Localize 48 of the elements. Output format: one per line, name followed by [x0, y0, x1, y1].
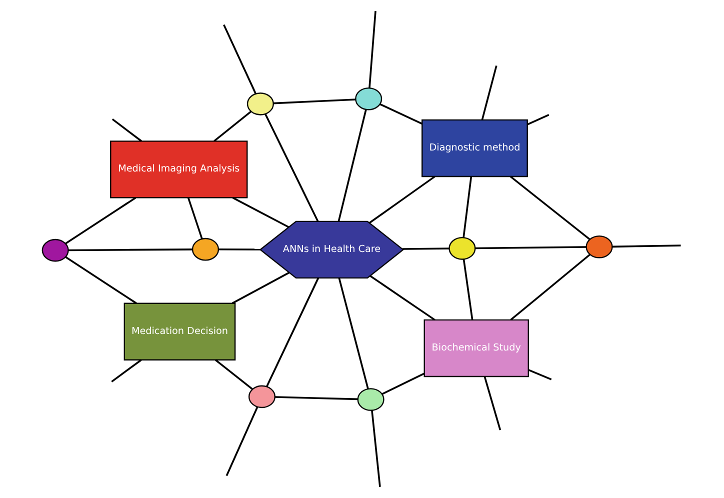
connector	[370, 275, 436, 321]
connector	[68, 248, 192, 252]
node-circle	[192, 238, 220, 261]
connector	[275, 396, 358, 400]
node-box: Medication Decision	[124, 302, 236, 360]
connector	[266, 278, 320, 387]
connector	[484, 376, 502, 430]
connector	[510, 254, 591, 321]
connector	[462, 176, 472, 238]
connector	[368, 10, 376, 88]
connector	[462, 259, 474, 320]
node-box: Diagnostic method	[422, 119, 528, 178]
node-circle	[248, 385, 276, 408]
connector	[382, 372, 425, 395]
node-box: Biochemical Study	[424, 319, 529, 378]
connector	[264, 114, 319, 222]
connector	[218, 248, 260, 250]
connector	[273, 98, 356, 104]
node-circle	[357, 388, 384, 411]
connector	[215, 359, 253, 390]
connector	[226, 406, 258, 476]
connector	[481, 65, 498, 120]
connector	[368, 176, 436, 224]
connector	[232, 272, 290, 304]
connector	[112, 118, 142, 142]
node-circle	[448, 236, 476, 260]
connector	[510, 176, 590, 240]
connector	[187, 198, 203, 240]
connector	[528, 369, 552, 380]
connector	[65, 196, 136, 244]
connector	[232, 196, 290, 228]
node-circle	[42, 238, 69, 262]
connector	[214, 110, 252, 142]
node-circle	[355, 87, 382, 110]
node-circle	[586, 235, 613, 258]
connector	[65, 256, 137, 304]
connector	[338, 278, 369, 389]
connector	[338, 109, 367, 222]
connector	[527, 114, 550, 126]
node-circle	[246, 92, 274, 116]
connector	[223, 24, 257, 94]
connector	[475, 246, 586, 250]
connector	[612, 244, 681, 248]
connector	[111, 359, 142, 382]
connector	[402, 248, 450, 250]
connector	[371, 410, 381, 487]
connector	[380, 103, 422, 124]
node-box: Medical Imaging Analysis	[110, 140, 248, 198]
